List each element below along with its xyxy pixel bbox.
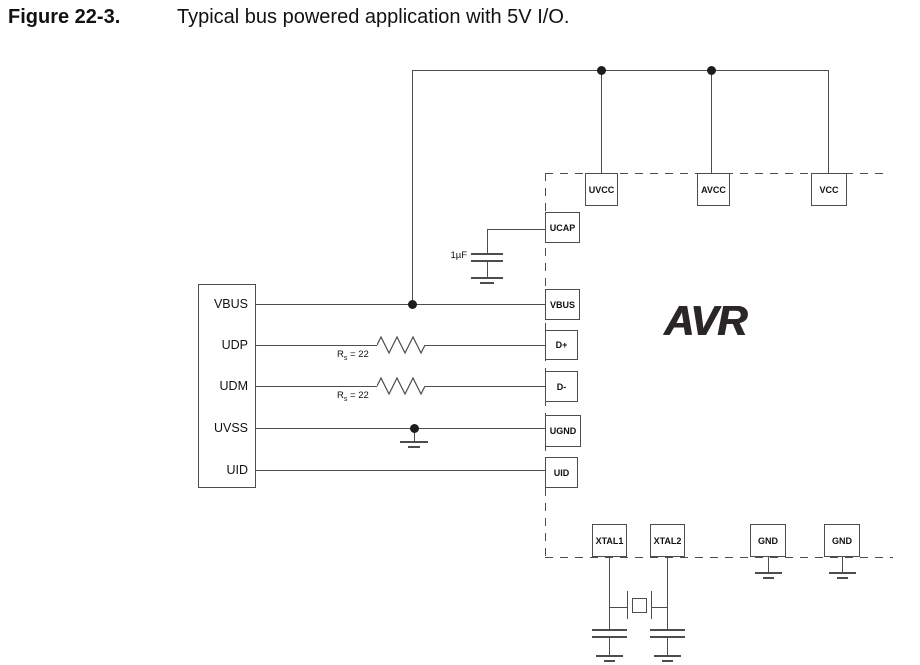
wire-uvss bbox=[256, 428, 545, 429]
usb-connector: VBUS UDP UDM UVSS UID bbox=[198, 284, 256, 488]
power-rail-drop-vcc bbox=[828, 70, 829, 174]
ground-symbol bbox=[662, 660, 673, 662]
wire-udp-left bbox=[256, 345, 377, 346]
ground-symbol bbox=[400, 441, 428, 443]
capacitor-symbol-plate bbox=[592, 636, 627, 638]
ucap-cap-stem-top bbox=[487, 229, 488, 254]
pin-xtal1: XTAL1 bbox=[592, 524, 627, 557]
connector-pin-vbus: VBUS bbox=[213, 297, 248, 311]
capacitor-symbol-plate bbox=[650, 629, 685, 631]
resistor-value-dm: Rs = 22 bbox=[337, 390, 369, 403]
figure-caption: Typical bus powered application with 5V … bbox=[177, 6, 570, 28]
figure-title: Figure 22-3. Typical bus powered applicat… bbox=[8, 6, 569, 29]
junction-dot bbox=[707, 66, 716, 75]
connector-pin-uvss: UVSS bbox=[213, 421, 248, 435]
pin-ugnd: UGND bbox=[545, 415, 581, 447]
pin-uid: UID bbox=[545, 457, 578, 488]
pin-dminus: D- bbox=[545, 371, 578, 402]
capacitor-value: 1µF bbox=[450, 250, 467, 261]
chip-outline-left bbox=[545, 173, 546, 557]
junction-dot bbox=[408, 300, 417, 309]
gnd1-stem bbox=[768, 557, 769, 572]
pin-gnd-1: GND bbox=[750, 524, 786, 557]
capacitor-symbol-plate bbox=[471, 253, 503, 255]
pin-vcc: VCC bbox=[811, 173, 847, 206]
ground-symbol bbox=[829, 572, 856, 574]
junction-dot bbox=[597, 66, 606, 75]
ground-symbol bbox=[604, 660, 615, 662]
crystal-plate bbox=[627, 591, 628, 619]
ground-symbol bbox=[654, 655, 681, 657]
xtal2-cap-stem bbox=[667, 638, 668, 655]
pin-gnd-2: GND bbox=[824, 524, 860, 557]
power-rail bbox=[412, 70, 829, 71]
connector-pin-uid: UID bbox=[226, 463, 248, 477]
power-rail-drop-avcc bbox=[711, 70, 712, 174]
wire-udp-right bbox=[425, 345, 545, 346]
xtal1-stem bbox=[609, 557, 610, 629]
chip-outline-bottom bbox=[545, 557, 893, 558]
power-rail-drop-uvcc bbox=[601, 70, 602, 174]
figure-number: Figure 22-3. bbox=[8, 6, 121, 28]
ground-symbol bbox=[755, 572, 782, 574]
wire-vbus bbox=[256, 304, 545, 305]
resistor-symbol-dp bbox=[377, 335, 425, 355]
connector-pin-udm: UDM bbox=[219, 379, 248, 393]
capacitor-symbol-plate bbox=[592, 629, 627, 631]
wire-udm-right bbox=[425, 386, 545, 387]
ucap-cap-stem-bottom bbox=[487, 262, 488, 277]
ground-symbol bbox=[480, 282, 494, 284]
pin-dplus: D+ bbox=[545, 330, 578, 360]
ground-symbol bbox=[763, 577, 774, 579]
wire-udm-left bbox=[256, 386, 377, 387]
connector-pin-udp: UDP bbox=[221, 338, 248, 352]
gnd2-stem bbox=[842, 557, 843, 572]
capacitor-symbol-plate bbox=[650, 636, 685, 638]
xtal1-cap-stem bbox=[609, 638, 610, 655]
capacitor-symbol-plate bbox=[471, 260, 503, 262]
resistor-value-dp: Rs = 22 bbox=[337, 349, 369, 362]
ground-symbol bbox=[408, 446, 420, 448]
wire-ucap bbox=[487, 229, 545, 230]
ground-symbol bbox=[837, 577, 848, 579]
power-rail-drop-vbus bbox=[412, 70, 413, 305]
crystal-plate bbox=[651, 591, 652, 619]
resistor-symbol-dm bbox=[377, 376, 425, 396]
crystal-link-left bbox=[609, 607, 627, 608]
pin-avcc: AVCC bbox=[697, 173, 730, 206]
junction-dot bbox=[410, 424, 419, 433]
pin-uvcc: UVCC bbox=[585, 173, 618, 206]
pin-xtal2: XTAL2 bbox=[650, 524, 685, 557]
wire-uid bbox=[256, 470, 545, 471]
crystal-symbol bbox=[632, 598, 647, 613]
ground-symbol bbox=[596, 655, 623, 657]
uvss-ground-stem bbox=[414, 428, 415, 441]
avr-logo: AVR bbox=[664, 297, 748, 344]
xtal2-stem bbox=[667, 557, 668, 629]
crystal-link-right bbox=[651, 607, 668, 608]
pin-vbus: VBUS bbox=[545, 289, 580, 320]
pin-ucap: UCAP bbox=[545, 212, 580, 243]
ground-symbol bbox=[471, 277, 503, 279]
